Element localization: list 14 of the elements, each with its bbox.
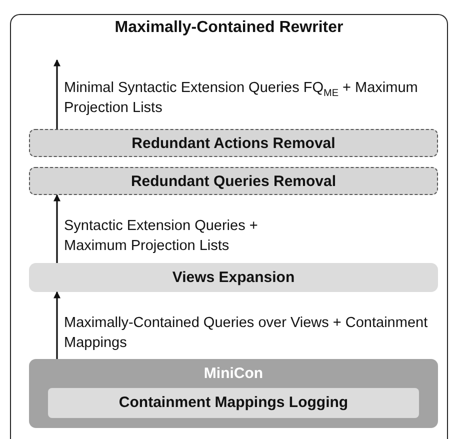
module-box <box>29 359 438 428</box>
module-title: MiniCon <box>204 365 264 382</box>
process-box <box>29 167 438 195</box>
box-label: Redundant Queries Removal <box>130 173 336 190</box>
panel-title: Maximally-Contained Rewriter <box>114 19 344 37</box>
arrow <box>54 59 60 129</box>
process-box <box>29 129 438 157</box>
box-label: Views Expansion <box>172 269 295 286</box>
process-box <box>29 263 438 292</box>
arrow <box>54 194 60 263</box>
process-box <box>48 388 419 418</box>
box-label: Containment Mappings Logging <box>118 394 348 411</box>
box-label: Redundant Actions Removal <box>132 135 336 152</box>
arrow <box>54 291 60 359</box>
